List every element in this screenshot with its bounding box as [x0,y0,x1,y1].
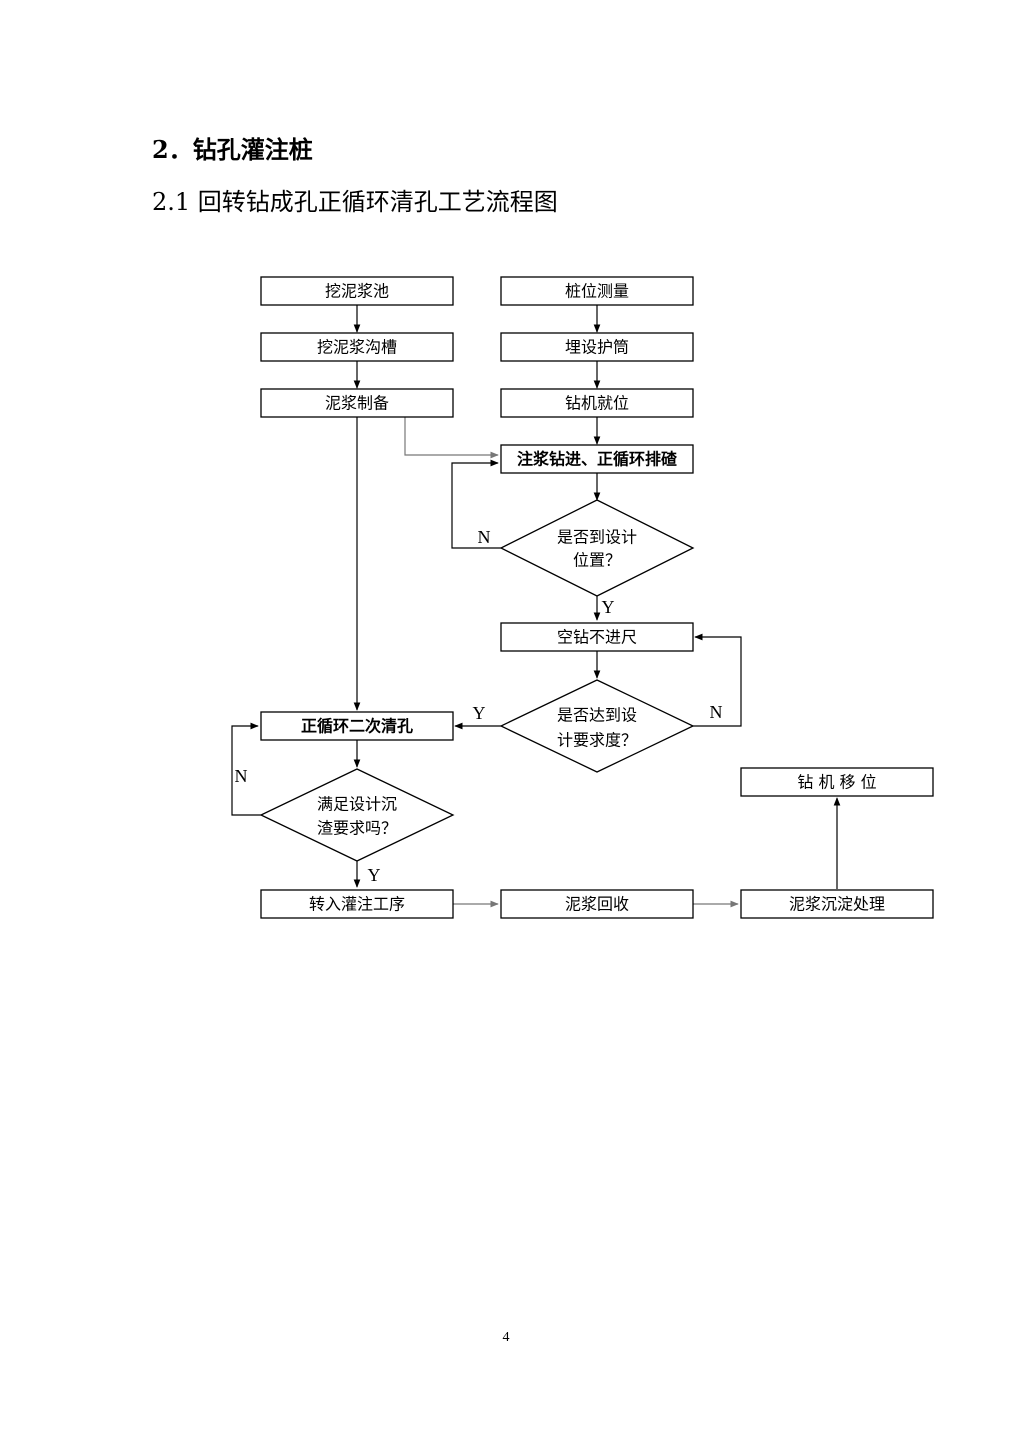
node-second-clean [260,711,454,741]
decision-depth-no-label: N [478,527,491,547]
node-rig-position-label: 钻机就位 [565,394,629,413]
node-rig-move-label: 钻 机 移 位 [797,773,876,792]
node-to-pouring-label: 转入灌注工序 [309,895,405,914]
decision-sediment-line1: 满足设计沉 [317,795,397,814]
decision-requirement-line1: 是否达到设 [557,706,637,725]
node-idle-drill [500,622,694,652]
node-rig-move [740,767,934,797]
decision-sediment [259,768,455,862]
edge-prep-drill [404,417,499,459]
decision-requirement [499,679,695,773]
node-drill [500,444,694,474]
node-slurry-prep [260,388,454,418]
decision-depth [499,499,695,597]
decision-depth-yes-label: Y [602,597,615,617]
edge-sediment-no [231,722,261,816]
node-slurry-settling-label: 泥浆沉淀处理 [789,895,885,914]
node-dig-pool [260,276,454,306]
decision-sediment-yes-label: Y [368,865,381,885]
edge-req-no [693,633,742,727]
node-second-clean-label: 正循环二次清孔 [301,717,413,736]
edge-depth-no [451,459,501,549]
node-dig-trench [260,332,454,362]
node-slurry-settling [740,889,934,919]
node-slurry-recovery [500,889,694,919]
node-drill-label: 注浆钻进、正循环排碴 [517,450,678,469]
node-idle-drill-label: 空钻不进尺 [557,628,637,647]
node-survey-label: 桩位测量 [565,282,629,301]
node-dig-trench-label: 挖泥浆沟槽 [317,338,397,357]
node-slurry-prep-label: 泥浆制备 [325,394,389,413]
node-slurry-recovery-label: 泥浆回收 [565,895,629,914]
node-casing [500,332,694,362]
page-number: 4 [502,1330,510,1345]
node-to-pouring [260,889,454,919]
decision-depth-line2: 位置？ [573,551,621,570]
subsection-heading: 2.1 回转钻成孔正循环清孔工艺流程图 [152,188,558,216]
connectors [231,305,841,908]
node-casing-label: 埋设护筒 [565,338,629,357]
decision-depth-line1: 是否到设计 [557,528,637,547]
decision-sediment-line2: 渣要求吗？ [317,819,397,838]
decision-requirement-no-label: N [710,702,723,722]
node-survey [500,276,694,306]
node-dig-pool-label: 挖泥浆池 [325,282,389,301]
node-rig-position [500,388,694,418]
decision-requirement-line2: 计要求度？ [557,731,637,750]
decision-requirement-yes-label: Y [473,703,486,723]
section-heading: 2．钻孔灌注桩 [152,135,313,164]
decision-sediment-no-label: N [235,766,248,786]
